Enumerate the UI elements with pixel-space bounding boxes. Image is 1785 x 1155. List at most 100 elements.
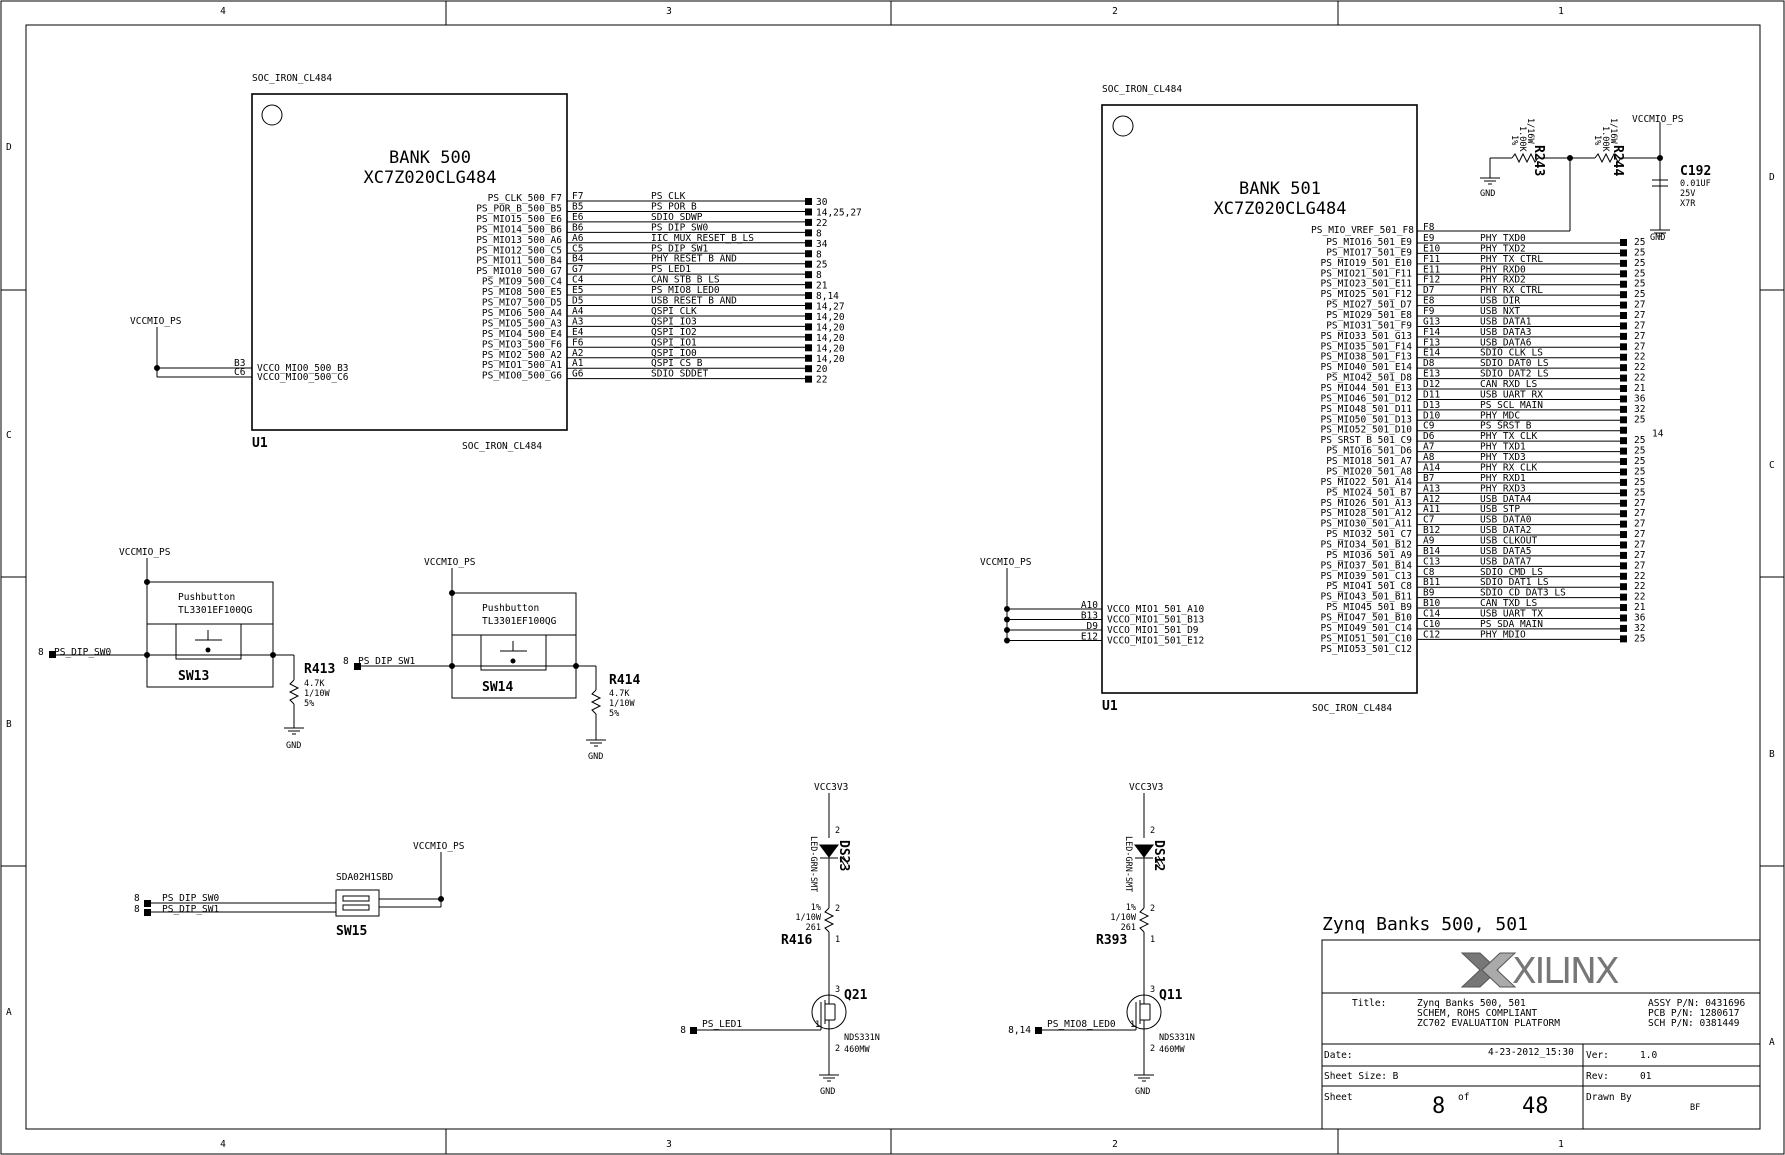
sw14-netref: 8 xyxy=(343,656,349,667)
pin-ball: F9 xyxy=(1423,306,1435,317)
bank500-title: BANK 500 xyxy=(389,148,471,168)
net-label: SDIO_CMD_LS xyxy=(1480,567,1543,578)
pin-name: PS_MIO11_500_B4 xyxy=(476,256,562,267)
vccmio-label: VCCMIO_PS xyxy=(130,316,182,327)
net-label: PHY_RXD2 xyxy=(1480,275,1526,286)
net-label: QSPI_CS_B xyxy=(651,358,703,369)
r414-ref: R414 xyxy=(609,673,640,688)
logo-text: XILINX xyxy=(1512,951,1619,992)
pin-ball: B7 xyxy=(1423,473,1434,484)
net-label: QSPI_IO2 xyxy=(651,327,697,338)
pin-num: 2 xyxy=(1150,826,1155,836)
pin-name: PS_MIO27_501_D7 xyxy=(1326,300,1412,311)
sheet-ref: 25 xyxy=(816,260,827,271)
net-label: QSPI_IO1 xyxy=(651,337,697,348)
pin-name: PS_MIO5_500_A3 xyxy=(482,318,562,329)
pin-name: VCCO_MIO0_500_B3 xyxy=(257,363,349,374)
row-label: A xyxy=(1769,1037,1775,1048)
offpage-connector xyxy=(805,354,812,362)
net-label: PHY_TX_CLK xyxy=(1480,431,1537,442)
row-label: C xyxy=(6,430,12,441)
offpage-connector xyxy=(1620,510,1627,518)
bank500-body xyxy=(251,93,568,431)
assy-pn: ASSY P/N: 0431696 xyxy=(1648,998,1746,1009)
net-label: USB_RESET_B_AND xyxy=(651,296,737,307)
pin-name: PS_MIO17_501_E9 xyxy=(1326,247,1412,258)
column-label: 3 xyxy=(666,1139,672,1150)
pin-ball: E6 xyxy=(572,212,584,223)
pin-ball: A1 xyxy=(572,358,584,369)
row-label: B xyxy=(1769,749,1775,760)
offpage-connector xyxy=(1620,343,1627,351)
gnd-label: GND xyxy=(1135,1087,1150,1097)
bank501-footer: SOC_IRON_CL484 xyxy=(1312,703,1392,714)
net-label: USB_CLKOUT xyxy=(1480,535,1537,546)
title-line2: SCHEM, ROHS COMPLIANT xyxy=(1417,1008,1537,1019)
sheet-ref: 22 xyxy=(1634,571,1645,582)
pin-ball: A6 xyxy=(572,233,584,244)
net-label: USB_UART_RX xyxy=(1480,389,1543,400)
pin-ball: D13 xyxy=(1423,400,1440,411)
r244-power: 1/16W xyxy=(1608,118,1618,144)
net-label: USB_DATA0 xyxy=(1480,515,1532,526)
offpage-connector xyxy=(805,323,812,331)
pin-num: 1 xyxy=(835,935,840,945)
res-value: 261 xyxy=(1121,923,1136,933)
drawn-by: BF xyxy=(1690,1103,1700,1113)
sheet-ref: 20 xyxy=(816,364,828,375)
row-label: C xyxy=(1769,460,1775,471)
net-label: SDIO_CLK_LS xyxy=(1480,348,1543,359)
net-label: USB_DATA1 xyxy=(1480,316,1532,327)
sw14-ref: SW14 xyxy=(482,680,513,695)
offpage-connector xyxy=(1035,1027,1042,1034)
pin-ball: E11 xyxy=(1423,264,1440,275)
net-label: USB_DATA5 xyxy=(1480,546,1531,557)
pin-ball: C14 xyxy=(1423,608,1440,619)
offpage-connector xyxy=(805,365,812,373)
sw15-ref0: 8 xyxy=(134,893,140,904)
pin-name: PS_MIO32_501_C7 xyxy=(1326,529,1412,540)
pin-name: PS_MIO31_501_F9 xyxy=(1326,320,1412,331)
pin-ball: D12 xyxy=(1423,379,1440,390)
sheet-number: 8 xyxy=(1432,1094,1445,1119)
xilinx-logo: XILINX xyxy=(1460,951,1621,992)
mosfet-power: 460MW xyxy=(1159,1045,1185,1055)
pin-name: PS_MIO18_501_A7 xyxy=(1326,456,1412,467)
sheet-ref: 25 xyxy=(1634,456,1645,467)
offpage-connector xyxy=(1620,541,1627,549)
pin-ball: C12 xyxy=(1423,629,1440,640)
pin-ball: A12 xyxy=(1423,494,1440,505)
sheet-ref: 25 xyxy=(1634,435,1645,446)
pin-name: PS_MIO39_501_C13 xyxy=(1320,571,1412,582)
pin-ball: F6 xyxy=(572,337,584,348)
pin-ball: C9 xyxy=(1423,421,1435,432)
pin-name: VCCO_MIO1_501_D9 xyxy=(1107,625,1199,636)
sw14-box xyxy=(451,592,577,636)
pin-ball: C6 xyxy=(234,367,246,378)
sw13-netref: 8 xyxy=(38,647,44,658)
net-label: SDIO_CD_DAT3_LS xyxy=(1480,588,1566,599)
offpage-connector xyxy=(1620,301,1627,309)
net-label: CAN_TXD_LS xyxy=(1480,598,1537,609)
r244-value: 1.00K xyxy=(1600,126,1610,152)
pin-name: VCCO_MIO1_501_A10 xyxy=(1107,604,1205,615)
gnd-label: GND xyxy=(588,752,603,762)
sheet-ref: 8 xyxy=(816,228,822,239)
net-label: SDIO_DAT2_LS xyxy=(1480,369,1549,380)
sw13-label: Pushbutton xyxy=(178,592,235,603)
pin-name: PS_MIO48_501_D11 xyxy=(1320,404,1412,415)
column-label: 2 xyxy=(1112,1139,1118,1150)
ver-label: Ver: xyxy=(1586,1050,1609,1061)
pin-name: PS_MIO50_501_D13 xyxy=(1320,414,1412,425)
offpage-connector xyxy=(1620,280,1627,288)
pin-name: PS_MIO51_501_C10 xyxy=(1320,633,1412,644)
net-label: SDIO_DAT1_LS xyxy=(1480,577,1549,588)
sheet-ref: 14,20 xyxy=(816,354,845,365)
pin-num: 2 xyxy=(835,826,840,836)
offpage-connector xyxy=(805,344,812,352)
net-label: PS_SRST_B xyxy=(1480,421,1532,432)
offpage-connector xyxy=(805,239,812,247)
bank500-header: SOC_IRON_CL484 xyxy=(252,73,332,84)
